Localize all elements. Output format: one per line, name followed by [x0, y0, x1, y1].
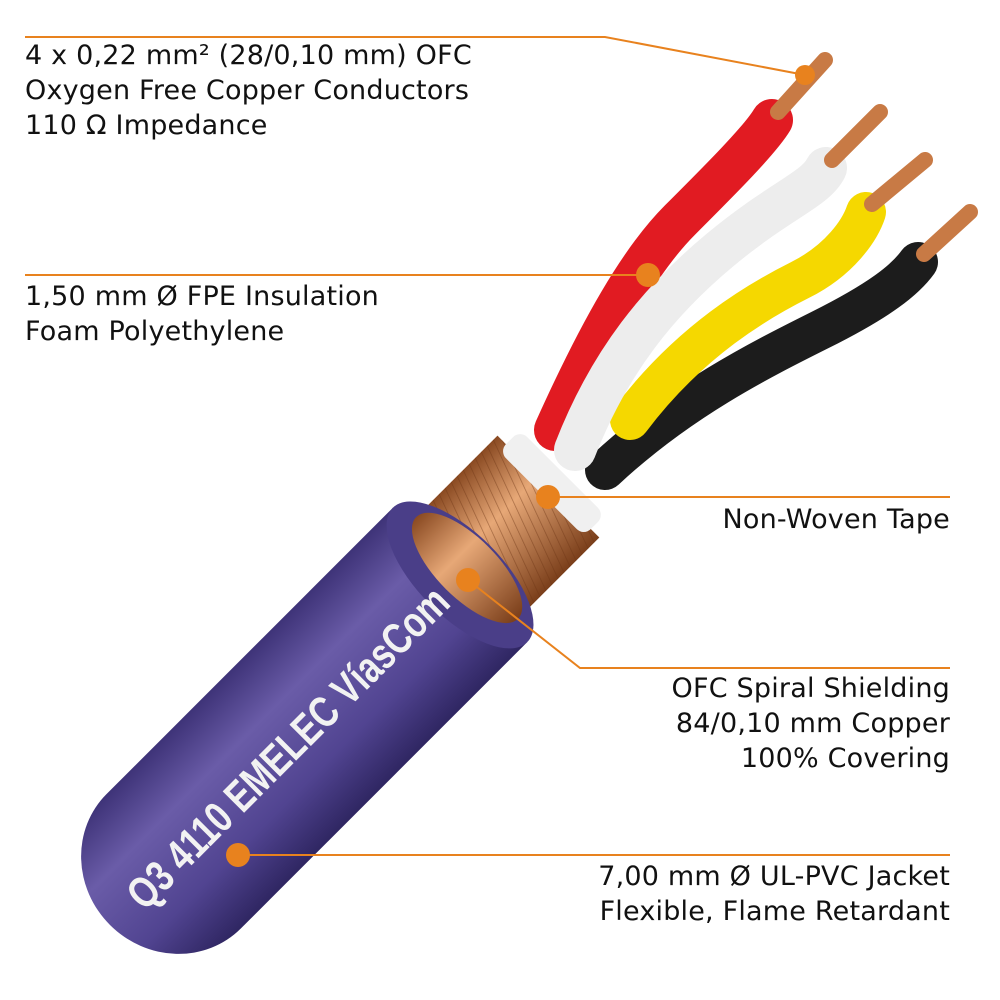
label-line: 100% Covering	[740, 743, 950, 774]
label-line: 110 Ω Impedance	[25, 110, 268, 141]
callout-dot	[795, 65, 815, 85]
label-line: Non-Woven Tape	[722, 504, 950, 535]
conductors	[534, 52, 978, 490]
label-line: 7,00 mm Ø UL-PVC Jacket	[598, 861, 950, 892]
red-wire	[534, 99, 793, 451]
copper-tip	[864, 152, 933, 212]
callout-dot	[536, 485, 560, 509]
label-line: 1,50 mm Ø FPE Insulation	[25, 281, 379, 312]
label-line: OFC Spiral Shielding	[671, 673, 950, 704]
label-shielding: OFC Spiral Shielding 84/0,10 mm Copper 1…	[672, 671, 950, 776]
black-wire	[585, 242, 938, 490]
label-line: 4 x 0,22 mm² (28/0,10 mm) OFC	[25, 40, 472, 71]
label-conductors: 4 x 0,22 mm² (28/0,10 mm) OFC Oxygen Fre…	[25, 38, 472, 143]
callout-dot	[226, 843, 250, 867]
label-jacket: 7,00 mm Ø UL-PVC Jacket Flexible, Flame …	[598, 859, 950, 929]
label-tape: Non-Woven Tape	[722, 502, 950, 537]
white-wire	[554, 147, 847, 471]
pvc-jacket	[81, 507, 528, 954]
label-line: Foam Polyethylene	[25, 316, 285, 347]
label-line: 84/0,10 mm Copper	[675, 708, 950, 739]
copper-tip	[824, 104, 888, 168]
callout-lines	[25, 36, 950, 856]
callout-dot	[636, 263, 660, 287]
non-woven-tape	[503, 434, 601, 532]
label-insulation: 1,50 mm Ø FPE Insulation Foam Polyethyle…	[25, 279, 379, 349]
copper-tip	[770, 52, 833, 120]
label-line: Flexible, Flame Retardant	[599, 896, 950, 927]
callout-dot	[456, 568, 480, 592]
copper-tip	[916, 204, 978, 262]
yellow-wire	[610, 192, 886, 440]
label-line: Oxygen Free Copper Conductors	[25, 75, 470, 106]
